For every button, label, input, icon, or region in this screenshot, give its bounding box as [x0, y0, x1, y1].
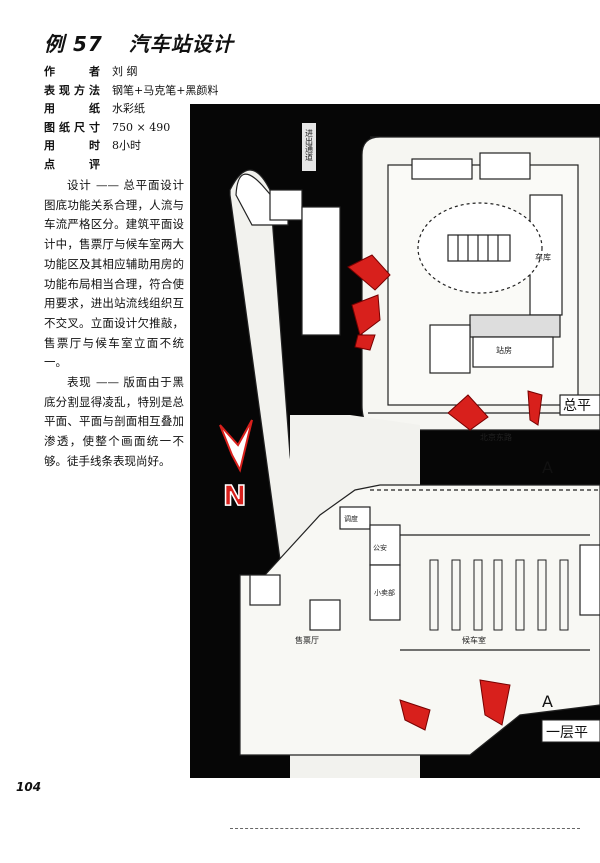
meta-value: 750 × 490: [112, 120, 171, 134]
road-label: 北京东路: [480, 432, 512, 442]
meta-row: 作者刘 纲: [44, 63, 218, 82]
meta-value: 钢笔+马克笔+黑颜料: [112, 83, 219, 97]
meta-key: 表现方法: [44, 83, 100, 97]
ticket-hall-label: 售票厅: [295, 635, 319, 645]
page-number: 104: [16, 780, 42, 794]
station-label: 站房: [496, 345, 512, 355]
north-label: N: [223, 479, 246, 512]
entry-lane-label: 进出通道: [305, 129, 314, 162]
example-title: 汽车站设计: [128, 32, 234, 56]
section-mark-bottom: A: [542, 692, 553, 711]
garage-label: 车库: [535, 252, 551, 262]
north-arrow: N: [219, 419, 253, 513]
meta-row: 用纸水彩纸: [44, 100, 218, 119]
meta-row: 表现方法钢笔+马克笔+黑颜料: [44, 82, 218, 101]
floor-plan-title: 一层平: [546, 725, 588, 741]
meta-table: 作者刘 纲 表现方法钢笔+马克笔+黑颜料 用纸水彩纸 图纸尺寸 750 × 490…: [44, 63, 218, 174]
meta-key: 图纸尺寸: [44, 120, 100, 134]
comment-presentation: 表现 —— 版面由于黑底分割显得凌乱，特别是总平面、平面与剖面相互叠加渗透，使整…: [44, 375, 184, 468]
review-comment: 设计 —— 总平面设计图底功能关系合理，人流与车流严格区分。建筑平面设计中，售票…: [44, 176, 184, 472]
meta-value: 水彩纸: [112, 102, 145, 115]
site-plan: [361, 136, 600, 431]
red-entry-arrows: [347, 254, 543, 731]
comment-design: 设计 —— 总平面设计图底功能关系合理，人流与车流严格区分。建筑平面设计中，售票…: [44, 178, 184, 370]
meta-row: 用时 8小时: [44, 137, 218, 156]
site-plan-title: 总平: [563, 398, 591, 414]
police-label: 公安: [373, 543, 387, 552]
meta-key: 点评: [44, 157, 100, 171]
meta-key: 用纸: [44, 102, 100, 115]
dispatch-label: 调度: [344, 514, 358, 523]
example-number: 例 57: [44, 32, 103, 56]
meta-row: 图纸尺寸 750 × 490: [44, 119, 218, 138]
site-and-floor-plan: N 进出通道 站房 车库 总平 北京东路 A A 一层平 售票厅 候车室 小卖部…: [219, 123, 600, 778]
shop-label: 小卖部: [374, 588, 395, 597]
drawing-plate: N 进出通道 站房 车库 总平 北京东路 A A 一层平 售票厅 候车室 小卖部…: [190, 104, 600, 778]
meta-value: 8小时: [112, 139, 141, 152]
meta-key: 用时: [44, 139, 100, 152]
meta-key: 作者: [44, 65, 100, 78]
meta-value: 刘 纲: [112, 65, 138, 78]
waiting-room-label: 候车室: [462, 635, 486, 645]
section-mark-top: A: [542, 458, 553, 477]
page-title: 例 57 汽车站设计: [44, 28, 234, 57]
meta-row: 点评: [44, 156, 218, 175]
scan-artifact-line: [230, 828, 580, 833]
